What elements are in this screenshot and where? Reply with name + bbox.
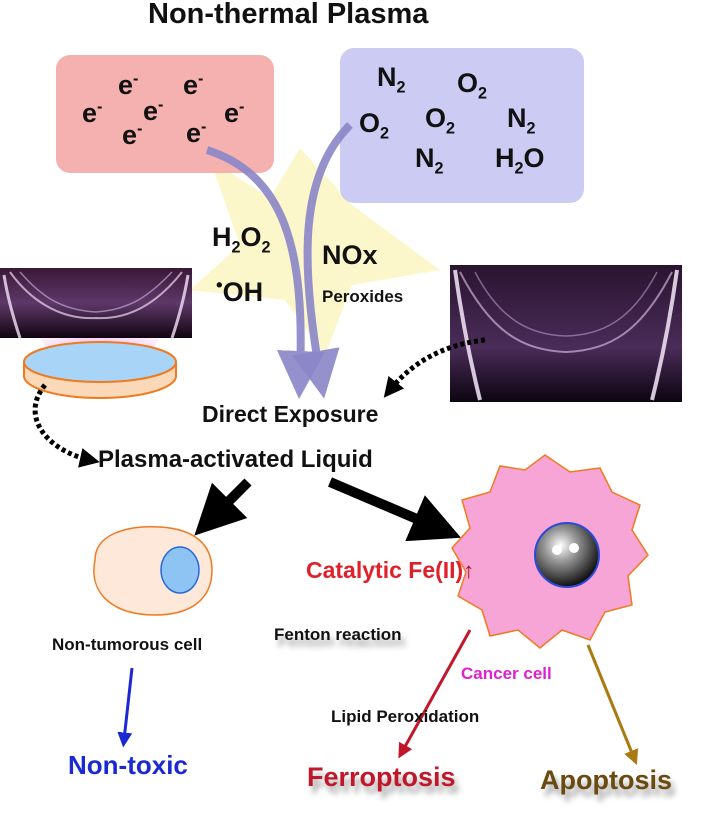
label-cancer-cell: Cancer cell <box>461 664 552 683</box>
outcome-apoptosis: Apoptosis <box>540 765 672 795</box>
gas-n2-b: N2 <box>507 103 536 138</box>
species-nox: NOx <box>322 240 378 270</box>
gas-box <box>340 48 584 203</box>
cancer-nucleus <box>534 522 600 588</box>
species-oh: •OH <box>216 275 264 307</box>
label-non-tumorous-cell: Non-tumorous cell <box>52 635 203 654</box>
label-fenton-reaction: Fenton reaction <box>274 625 402 644</box>
electron-box <box>56 55 274 173</box>
dotted-arrow-left <box>32 383 100 468</box>
label-catalytic-fe: Catalytic Fe(II)↑ <box>306 557 475 583</box>
label-direct-exposure: Direct Exposure <box>202 401 379 427</box>
gas-o2-c: O2 <box>425 103 456 138</box>
electron-2: e- <box>118 70 139 100</box>
dotted-arrow-right <box>383 337 486 398</box>
plasma-star <box>190 148 440 355</box>
gas-n2-c: N2 <box>415 143 444 178</box>
outcome-non-toxic: Non-toxic <box>68 750 188 780</box>
petri-dish <box>23 341 177 399</box>
plasma-image-right <box>450 265 682 402</box>
electron-4: e- <box>143 96 164 126</box>
label-lipid-peroxidation: Lipid Peroxidation <box>331 707 480 726</box>
arrow-non-toxic <box>117 667 134 748</box>
electron-1: e- <box>82 98 103 128</box>
arrow-apoptosis <box>586 644 639 765</box>
plasma-image-left <box>0 268 192 339</box>
electron-flow-arrow <box>205 146 325 399</box>
cancer-cell <box>451 454 649 649</box>
outcome-ferroptosis: Ferroptosis <box>307 762 456 792</box>
label-plasma-activated-liquid: Plasma-activated Liquid <box>98 446 373 473</box>
electron-5: e- <box>186 118 207 148</box>
species-h2o2: H2O2 <box>212 222 271 257</box>
species-peroxides: Peroxides <box>322 287 404 306</box>
arrow-to-normal-cell <box>194 478 252 536</box>
normal-nucleus <box>160 546 200 594</box>
normal-cell <box>93 526 213 616</box>
gas-o2-b: O2 <box>359 108 390 143</box>
page-title: Non-thermal Plasma <box>148 0 429 30</box>
gas-o2-a: O2 <box>457 68 488 103</box>
electron-3: e- <box>183 70 204 100</box>
electron-7: e- <box>122 120 143 150</box>
arrow-to-cancer-cell <box>328 477 462 542</box>
arrow-ferroptosis <box>398 629 472 759</box>
electron-6: e- <box>224 98 245 128</box>
gas-h2o: H2O <box>495 143 545 178</box>
gas-flow-arrow <box>292 122 353 399</box>
fe-increase-arrow: ↑ <box>463 558 475 583</box>
gas-n2-a: N2 <box>377 62 406 97</box>
